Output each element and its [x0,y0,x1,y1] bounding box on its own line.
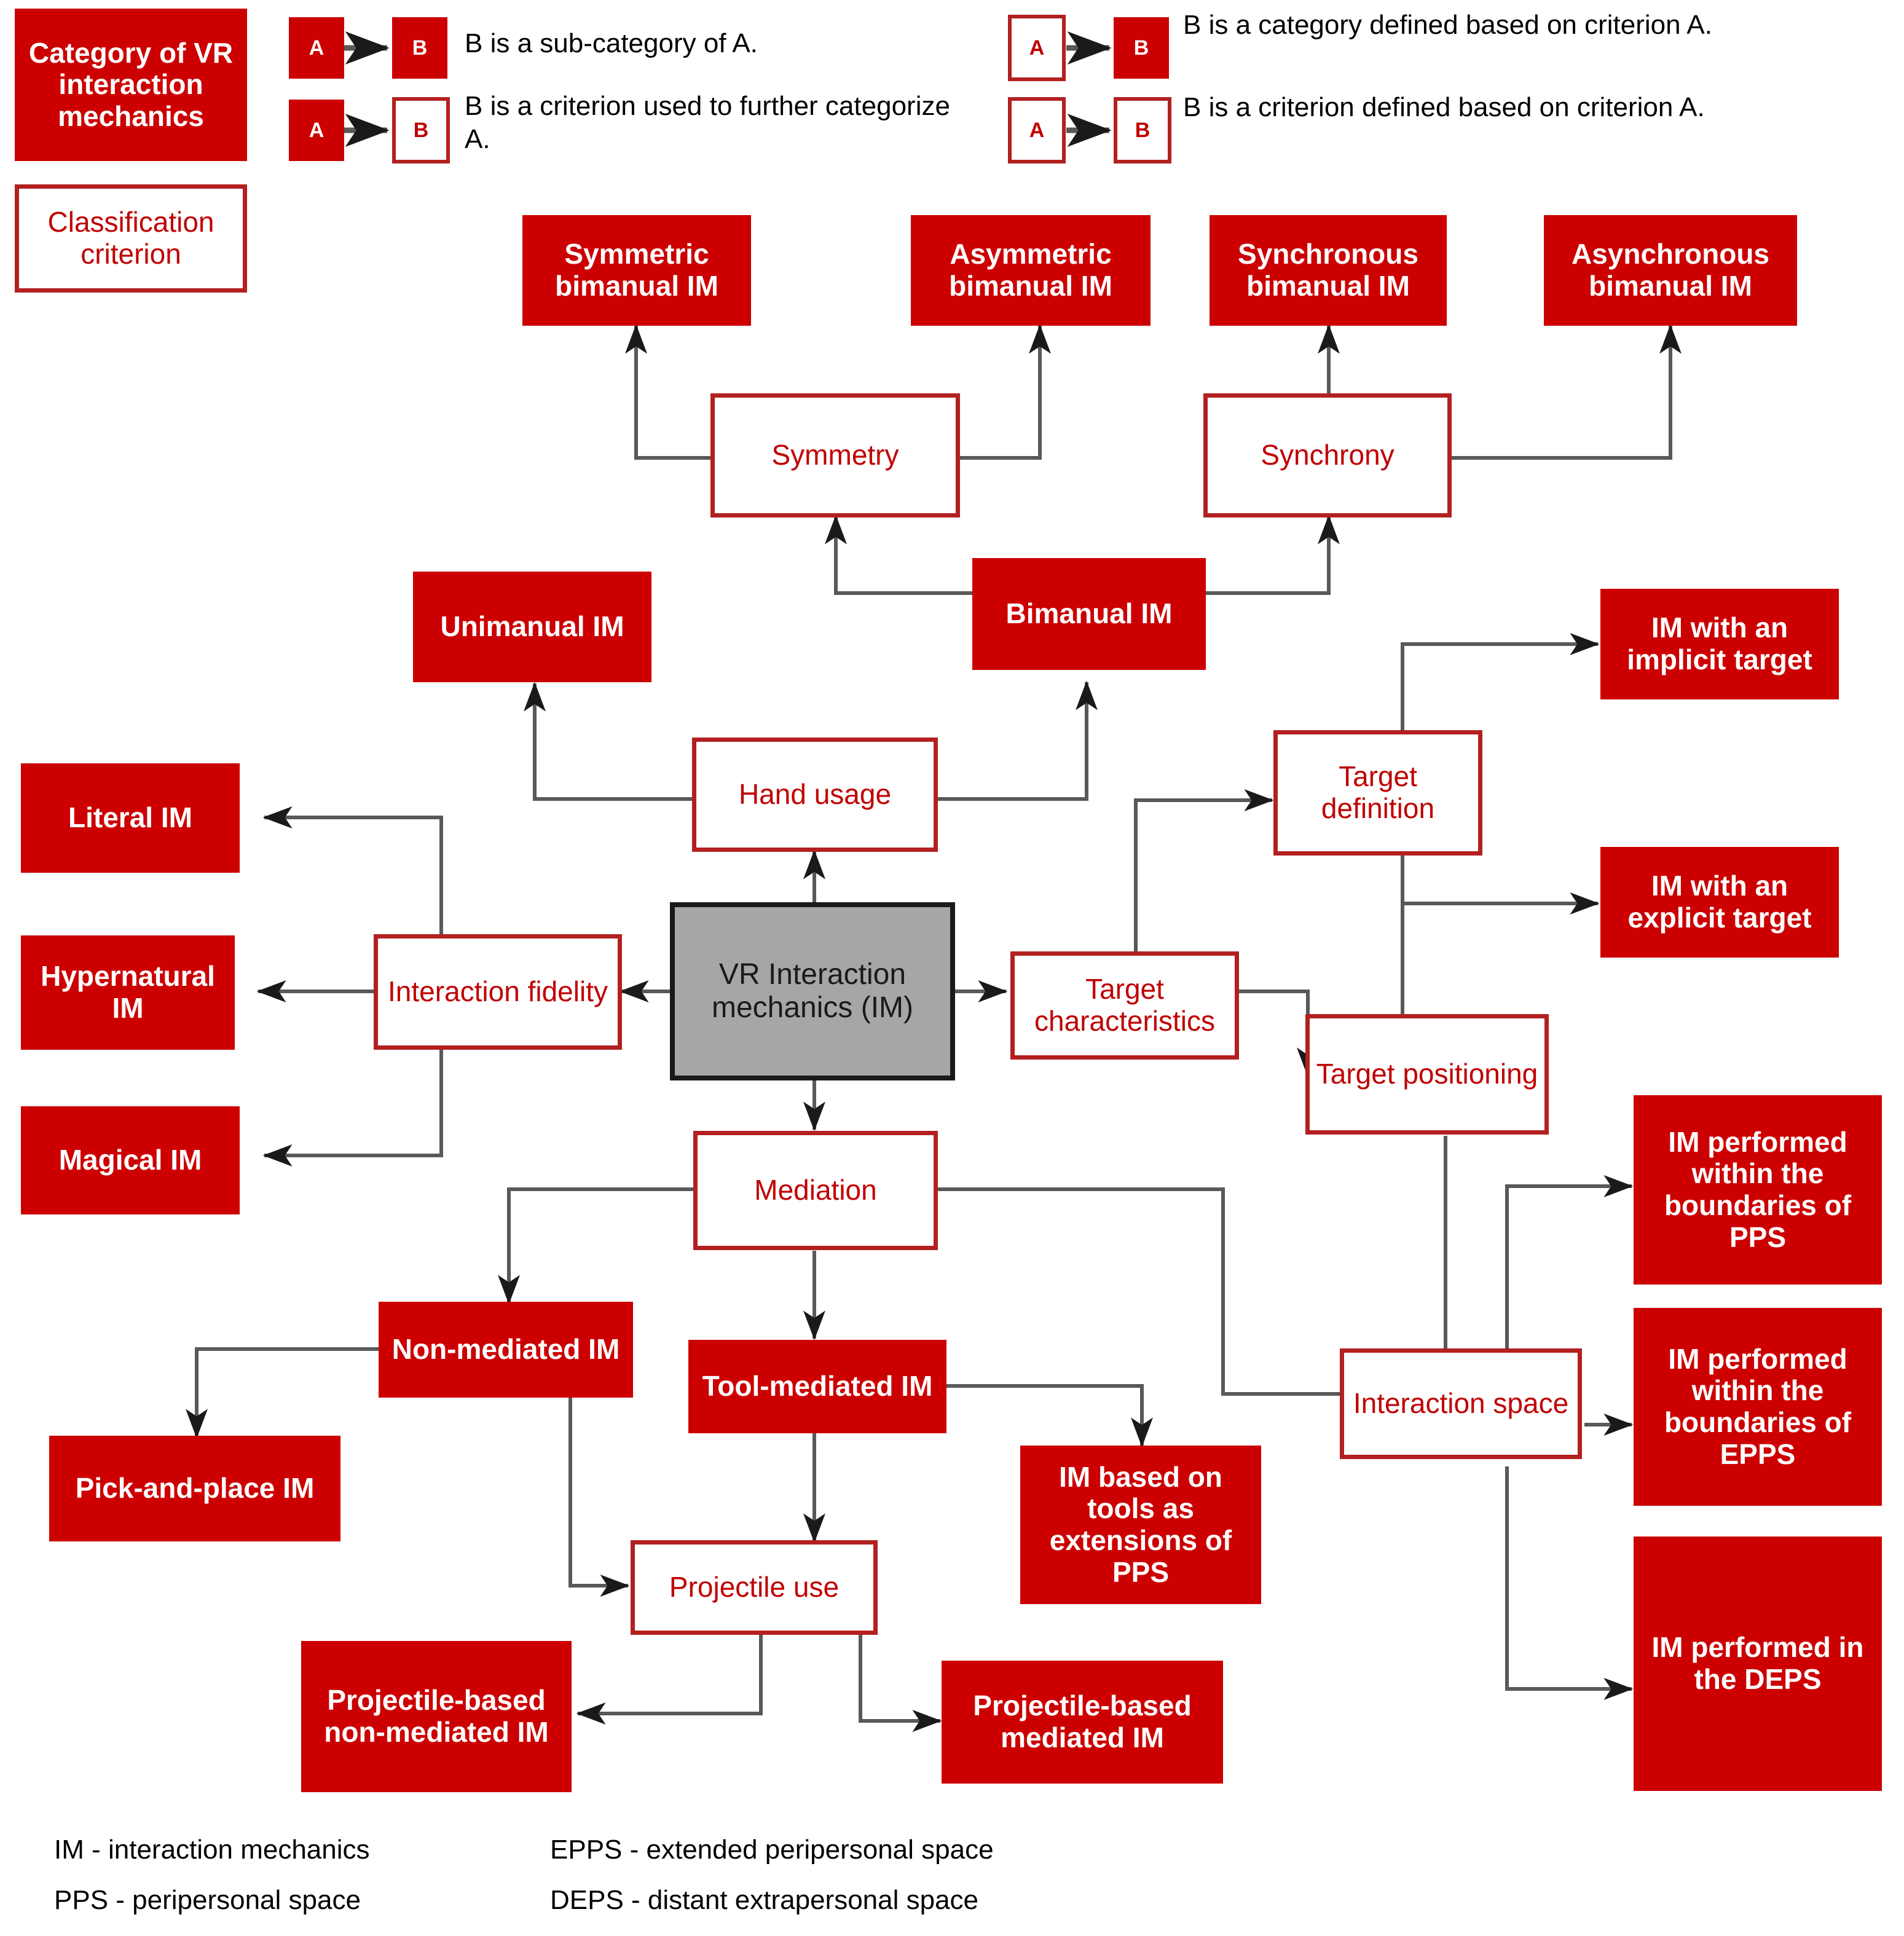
node-symmetric-bimanual-im[interactable]: Symmetric bimanual IM [522,215,751,326]
abbr-pps: PPS - peripersonal space [54,1885,361,1915]
node-im-deps[interactable]: IM performed in the DEPS [1634,1537,1882,1791]
legend-rule3-text: B is a category defined based on criteri… [1183,10,1712,40]
legend-rule1-to: B [392,17,447,79]
abbr-deps: DEPS - distant extrapersonal space [550,1885,979,1915]
node-literal-im[interactable]: Literal IM [21,763,240,873]
legend-rule3-to: B [1114,17,1169,79]
legend-rule1-text: B is a sub-category of A. [465,28,758,58]
node-unimanual-im[interactable]: Unimanual IM [413,572,651,682]
node-im-explicit-target[interactable]: IM with an explicit target [1600,847,1839,958]
legend-rule4-to: B [1114,97,1171,163]
legend-rule3-from: A [1008,15,1066,81]
legend-criterion-box: Classification criterion [15,184,247,293]
node-hand-usage[interactable]: Hand usage [692,738,938,852]
node-mediation[interactable]: Mediation [693,1131,938,1250]
node-im-implicit-target[interactable]: IM with an implicit target [1600,589,1839,699]
node-interaction-space[interactable]: Interaction space [1340,1348,1582,1459]
legend-rule4-from: A [1008,97,1066,163]
node-non-mediated-im[interactable]: Non-mediated IM [379,1302,633,1398]
node-projectile-use[interactable]: Projectile use [631,1540,878,1635]
node-projectile-mediated-im[interactable]: Projectile-based mediated IM [942,1661,1223,1784]
abbr-epps: EPPS - extended peripersonal space [550,1835,994,1865]
node-vr-interaction-mechanics[interactable]: VR Interaction mechanics (IM) [670,902,955,1080]
node-symmetry[interactable]: Symmetry [710,393,960,517]
node-target-definition[interactable]: Target definition [1273,730,1482,856]
node-projectile-non-mediated-im[interactable]: Projectile-based non-mediated IM [301,1641,572,1792]
node-interaction-fidelity[interactable]: Interaction fidelity [374,934,622,1050]
node-im-within-pps[interactable]: IM performed within the boundaries of PP… [1634,1095,1882,1285]
node-target-characteristics[interactable]: Target characteristics [1010,951,1239,1060]
node-tool-mediated-im[interactable]: Tool-mediated IM [688,1340,946,1433]
node-bimanual-im[interactable]: Bimanual IM [972,558,1206,670]
node-hypernatural-im[interactable]: Hypernatural IM [21,935,235,1050]
node-pick-and-place-im[interactable]: Pick-and-place IM [49,1436,340,1541]
node-magical-im[interactable]: Magical IM [21,1106,240,1214]
node-im-tools-extensions-pps[interactable]: IM based on tools as extensions of PPS [1020,1446,1261,1604]
node-target-positioning[interactable]: Target positioning [1305,1014,1549,1135]
legend-category-box: Category of VR interaction mechanics [15,9,247,161]
legend-rule2-from: A [289,100,344,161]
legend-rule4-text: B is a criterion defined based on criter… [1183,92,1705,122]
node-im-within-epps[interactable]: IM performed within the boundaries of EP… [1634,1308,1882,1506]
node-asymmetric-bimanual-im[interactable]: Asymmetric bimanual IM [911,215,1151,326]
node-synchrony[interactable]: Synchrony [1203,393,1452,517]
legend-rule2-to: B [392,97,450,163]
node-synchronous-bimanual-im[interactable]: Synchronous bimanual IM [1210,215,1447,326]
legend-rule2-text: B is a criterion used to further categor… [465,91,950,154]
legend-rule1-from: A [289,17,344,79]
node-asynchronous-bimanual-im[interactable]: Asynchronous bimanual IM [1544,215,1797,326]
abbr-im: IM - interaction mechanics [54,1835,370,1865]
